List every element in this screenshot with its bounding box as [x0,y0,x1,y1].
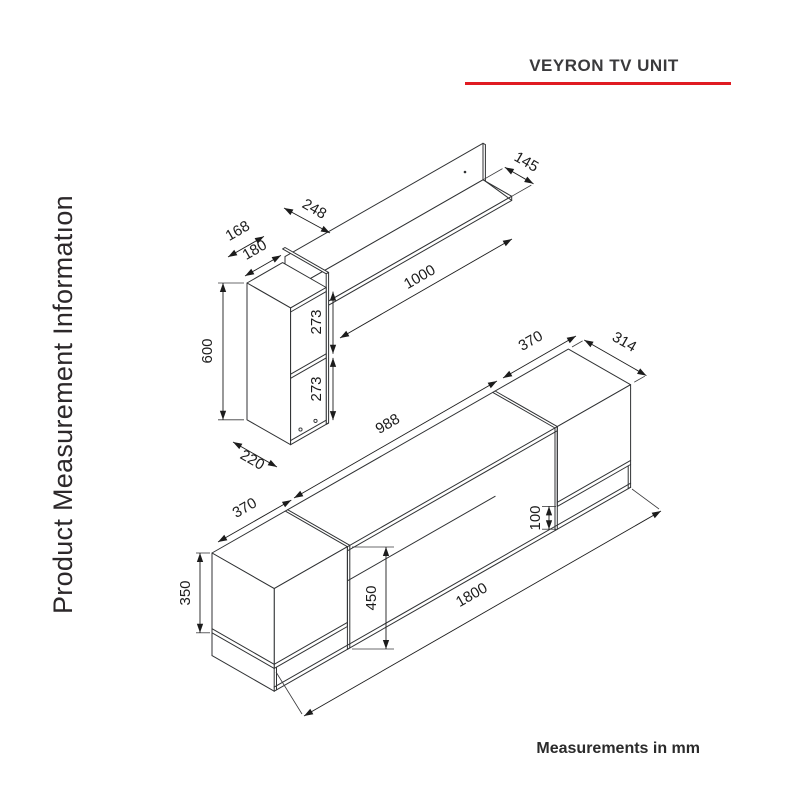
dim-label-cabinet-height: 600 [199,338,216,363]
dim-label-total-length: 1800 [453,579,490,610]
dim-label-shelf-depth: 145 [511,148,541,175]
dim-label-shelf-length: 1000 [401,261,438,292]
dim-label-middle-span: 988 [373,410,403,437]
title-underline [465,82,731,85]
dim-label-depth: 314 [609,328,639,355]
dim-label-bottom-gap: 100 [527,505,544,530]
units-note: Measurements in mm [536,740,700,757]
dim-label-upper-compartment: 273 [308,309,325,334]
dim-label-lower-compartment: 273 [308,376,325,401]
dim-label-cabinet-top-width: 168 [223,217,253,244]
dim-label-right-door-width: 370 [516,327,546,354]
panel-screw-hole [463,170,467,174]
page-title: VEYRON TV UNIT [529,56,679,75]
dim-label-left-door-width: 370 [230,494,260,521]
dim-label-door-height: 350 [177,580,194,605]
dim-label-cabinet-width: 180 [240,236,270,263]
dim-label-side-panel-height: 450 [363,585,380,610]
dim-label-cabinet-depth: 220 [237,446,267,473]
